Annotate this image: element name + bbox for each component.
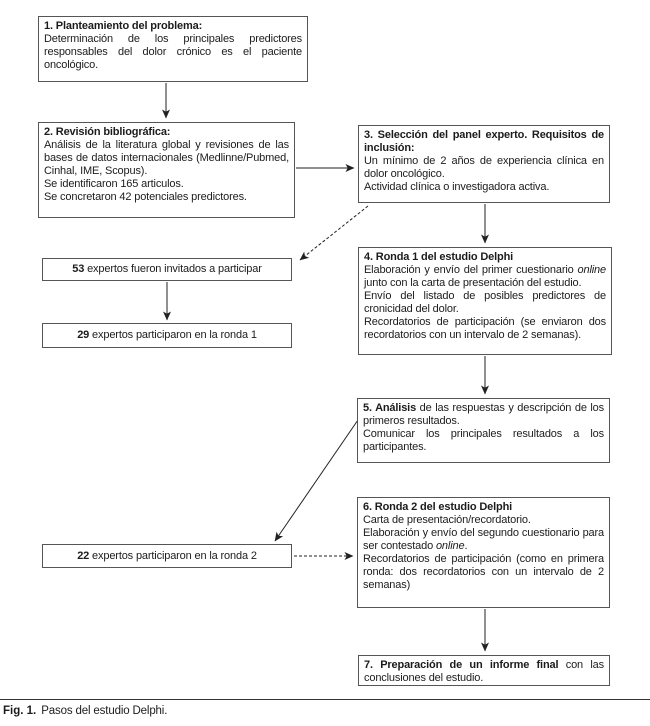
experts-invited-box: 53 expertos fueron invitados a participa… [42, 258, 292, 281]
step3-title: 3. Selección del panel experto. Requisit… [364, 129, 604, 154]
step1-box: 1. Planteamiento del problema: Determina… [38, 16, 308, 82]
step3-paragraph: Actividad clínica o investigadora activa… [364, 181, 550, 193]
step2-paragraph: Se concretaron 42 potenciales predictore… [44, 191, 247, 203]
experts-round2-box: 22 expertos participaron en la ronda 2 [42, 544, 292, 568]
step4-paragraph: Envío del listado de posibles predictore… [364, 290, 606, 315]
step4-box: 4. Ronda 1 del estudio Delphi Elaboració… [358, 247, 612, 355]
step2-title: 2. Revisión bibliográfica: [44, 126, 171, 138]
step2-paragraph: Se identificaron 165 articulos. [44, 178, 184, 190]
step6-paragraph: Elaboración y envío del segundo cuestion… [363, 527, 604, 552]
figure-caption: Fig. 1. Pasos del estudio Delphi. [3, 705, 167, 718]
caption-divider [0, 699, 650, 700]
figure-caption-label: Fig. 1. [3, 705, 37, 717]
step4-paragraph: Elaboración y envío del primer cuestiona… [364, 264, 606, 289]
figure-caption-text: Pasos del estudio Delphi. [41, 705, 168, 717]
step5-box: 5. Análisis de las respuestas y descripc… [357, 398, 610, 463]
step7-box: 7. Preparación de un informe final con l… [358, 655, 610, 686]
step3-box: 3. Selección del panel experto. Requisit… [358, 125, 610, 203]
step1-title: 1. Planteamiento del problema: [44, 20, 203, 32]
experts-invited-text: 53 expertos fueron invitados a participa… [72, 263, 262, 275]
step6-paragraph: Recordatorios de participación (como en … [363, 553, 604, 591]
experts-round1-box: 29 expertos participaron en la ronda 1 [42, 323, 292, 348]
step1-body: Determinación de los principales predict… [44, 33, 302, 71]
arrow-step5-to-round2 [274, 416, 361, 542]
step2-paragraph: Análisis de la literatura global y revis… [44, 139, 289, 177]
experts-round2-text: 22 expertos participaron en la ronda 2 [77, 549, 257, 562]
step5-title: 5. Análisis de las respuestas y descripc… [363, 402, 604, 427]
step6-title: 6. Ronda 2 del estudio Delphi [363, 501, 513, 513]
step7-title: 7. Preparación de un informe final con l… [364, 659, 604, 684]
step3-paragraph: Un mínimo de 2 años de experiencia clíni… [364, 155, 604, 180]
step5-paragraph: Comunicar los principales resultados a l… [363, 428, 604, 453]
step4-paragraph: Recordatorios de participación (se envia… [364, 316, 606, 341]
step4-title: 4. Ronda 1 del estudio Delphi [364, 251, 514, 263]
step6-paragraph: Carta de presentación/recordatorio. [363, 514, 531, 526]
step6-box: 6. Ronda 2 del estudio Delphi Carta de p… [357, 497, 610, 608]
step2-box: 2. Revisión bibliográfica: Análisis de l… [38, 122, 295, 218]
experts-round1-text: 29 expertos participaron en la ronda 1 [77, 329, 257, 341]
arrow-step3-to-invited-dashed [299, 205, 369, 261]
